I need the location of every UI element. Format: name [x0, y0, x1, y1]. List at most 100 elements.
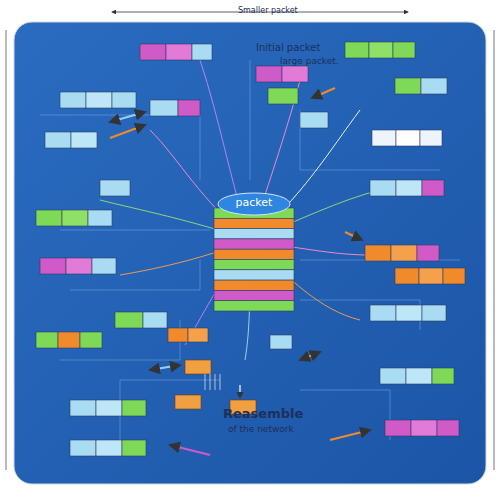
packet-fragment: [122, 440, 146, 456]
packet-fragment: [406, 368, 432, 384]
packet-fragment: [58, 332, 80, 348]
text-label: of the network: [228, 424, 294, 434]
packet-fragment: [370, 305, 396, 321]
move-arrow: [150, 365, 180, 370]
stack-layer: [214, 270, 294, 280]
packet-fragment: [443, 268, 465, 284]
network-lines: [40, 60, 460, 440]
packet-fragment: [40, 258, 66, 274]
packet-fragment: [70, 400, 96, 416]
packet-fragment: [96, 400, 122, 416]
packet-fragment: [150, 100, 178, 116]
network-line: [40, 115, 200, 180]
move-arrow: [345, 232, 362, 240]
chip: [175, 395, 201, 409]
packet-fragment: [178, 100, 200, 116]
move-arrow: [300, 352, 320, 360]
packet-fragment: [80, 332, 102, 348]
text-label: Reasemble: [223, 406, 303, 421]
packet-fragment: [417, 245, 439, 261]
packet-fragment: [396, 180, 422, 196]
packet-fragment: [432, 368, 454, 384]
packet-fragment: [372, 130, 396, 146]
down-arrow: [239, 385, 240, 398]
packet-fragment: [100, 180, 130, 196]
packet-strips: [36, 42, 465, 456]
network-line: [300, 390, 390, 440]
packet-fragment: [300, 112, 328, 128]
text-label: Smaller packet: [238, 6, 298, 15]
text-label: Initial packet: [256, 42, 320, 53]
packet-fragment: [192, 44, 212, 60]
packet-fragment: [437, 420, 459, 436]
packet-fragment: [422, 305, 446, 321]
packet-fragment: [369, 42, 393, 58]
text-label: large packet.: [280, 56, 339, 66]
move-arrow: [330, 430, 370, 440]
packet-fragment: [140, 44, 166, 60]
network-line: [60, 230, 210, 231]
packet-fragment: [268, 88, 298, 104]
side-bracket: [6, 30, 7, 470]
packet-fragment: [396, 305, 422, 321]
packet-fragment: [270, 335, 292, 349]
stack-top: [218, 193, 290, 215]
packet-fragment: [370, 180, 396, 196]
packet-fragment: [92, 258, 116, 274]
packet-fragment: [62, 210, 88, 226]
move-arrow: [312, 88, 335, 98]
packet-fragment: [70, 440, 96, 456]
chip-pins: [205, 374, 220, 390]
packet-fragment: [391, 245, 417, 261]
packet-fragment: [88, 210, 112, 226]
background-panel: [14, 22, 486, 484]
packet-fragment: [112, 92, 136, 108]
packet-fragment: [36, 332, 58, 348]
packet-fragment: [380, 368, 406, 384]
stack-layer: [214, 239, 294, 249]
move-arrow: [110, 112, 145, 122]
packet-fragment: [66, 258, 92, 274]
network-line: [250, 60, 251, 180]
packet-fragment: [395, 268, 419, 284]
packet-fragment: [122, 400, 146, 416]
packet-fragment: [420, 130, 442, 146]
side-bracket: [494, 30, 495, 470]
packet-fragment: [115, 312, 143, 328]
packet-fragment: [345, 42, 369, 58]
packet-fragment: [422, 180, 444, 196]
packet-fragment: [282, 66, 308, 82]
stack-layer: [214, 290, 294, 300]
packet-fragment: [143, 312, 167, 328]
stack-layer: [214, 301, 294, 311]
packet-stack: packet: [212, 190, 296, 315]
packet-fragment: [385, 420, 411, 436]
wires: [100, 60, 380, 360]
packet-fragment: [395, 78, 421, 94]
packet-fragment: [393, 42, 415, 58]
network-line: [300, 110, 440, 170]
stack-layer: [214, 218, 294, 228]
packet-fragment: [166, 44, 192, 60]
node-label: packet: [218, 196, 290, 209]
packet-fragment: [365, 245, 391, 261]
stack-layer: [214, 280, 294, 290]
packet-fragment: [96, 440, 122, 456]
packet-fragment: [71, 132, 97, 148]
stack-layer: [214, 260, 294, 270]
move-arrow: [110, 125, 145, 138]
packet-fragment: [419, 268, 443, 284]
packet-fragment: [36, 210, 62, 226]
packet-fragment: [256, 66, 282, 82]
stack-layer: [214, 229, 294, 239]
packet-fragment: [168, 328, 188, 342]
packet-fragment: [411, 420, 437, 436]
packet-fragment: [86, 92, 112, 108]
packet-fragment: [421, 78, 447, 94]
arrows: [110, 88, 370, 455]
chip: [185, 360, 211, 374]
stack-layer: [214, 249, 294, 259]
packet-fragment: [396, 130, 420, 146]
chips: [175, 360, 256, 414]
